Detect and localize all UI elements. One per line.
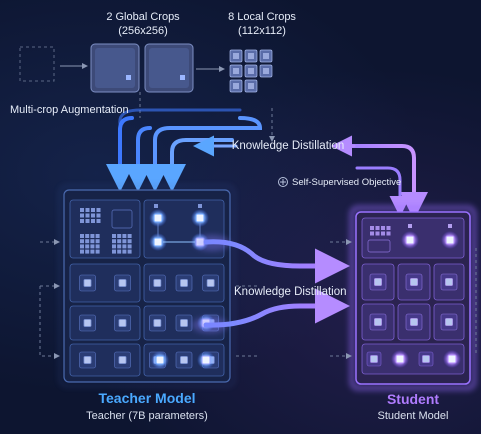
local-crops-size: (112x112) [238, 25, 286, 37]
student-block-8 [361, 343, 465, 375]
student-node [405, 235, 415, 245]
student-node [447, 354, 457, 364]
student-block-2 [361, 263, 395, 301]
kd-top-arrow [193, 135, 428, 220]
teacher-node [153, 213, 163, 223]
teacher-subtitle: Teacher (7B parameters) [86, 410, 208, 422]
teacher-block-8 [143, 343, 225, 377]
teacher-node [153, 237, 163, 247]
ssl-objective-marker [278, 177, 288, 187]
global-crops-label: 2 Global Crops [106, 11, 180, 23]
kd-top-label: Knowledge Distillation [231, 140, 345, 152]
kd-mid-label: Knowledge Distillation [234, 286, 347, 298]
teacher-node [155, 355, 165, 365]
input-image-placeholder [19, 46, 55, 82]
local-crops-grid [229, 49, 273, 93]
ssl-objective-label: Self-Supervised Objective [292, 177, 402, 188]
student-node [445, 235, 455, 245]
student-block-4 [433, 263, 465, 301]
teacher-block-3 [69, 263, 141, 303]
teacher-block-1 [69, 199, 141, 259]
student-block-3 [397, 263, 431, 301]
local-crops-label: 8 Local Crops [228, 11, 296, 23]
student-block-7 [433, 303, 465, 341]
augmentation-section [19, 43, 275, 142]
teacher-block-5 [69, 305, 141, 341]
side-connectors [39, 239, 477, 359]
teacher-title: Teacher Model [98, 390, 196, 406]
teacher-block-4 [143, 263, 225, 303]
teacher-node [201, 355, 211, 365]
crop-flow-arrows [106, 108, 263, 192]
student-block-5 [361, 303, 395, 341]
student-node [395, 354, 405, 364]
student-block-1 [361, 217, 465, 259]
global-crops-size: (256x256) [118, 25, 168, 37]
student-panel [349, 205, 477, 391]
kd-mid-arrows [192, 235, 350, 333]
multicrop-label: Multi-crop Augmentation [10, 104, 129, 116]
global-crops [90, 43, 194, 93]
student-block-6 [397, 303, 431, 341]
student-subtitle: Student Model [377, 410, 449, 422]
student-title: Student [386, 391, 440, 407]
teacher-node [195, 213, 205, 223]
teacher-panel [59, 185, 235, 387]
teacher-block-7 [69, 343, 141, 377]
